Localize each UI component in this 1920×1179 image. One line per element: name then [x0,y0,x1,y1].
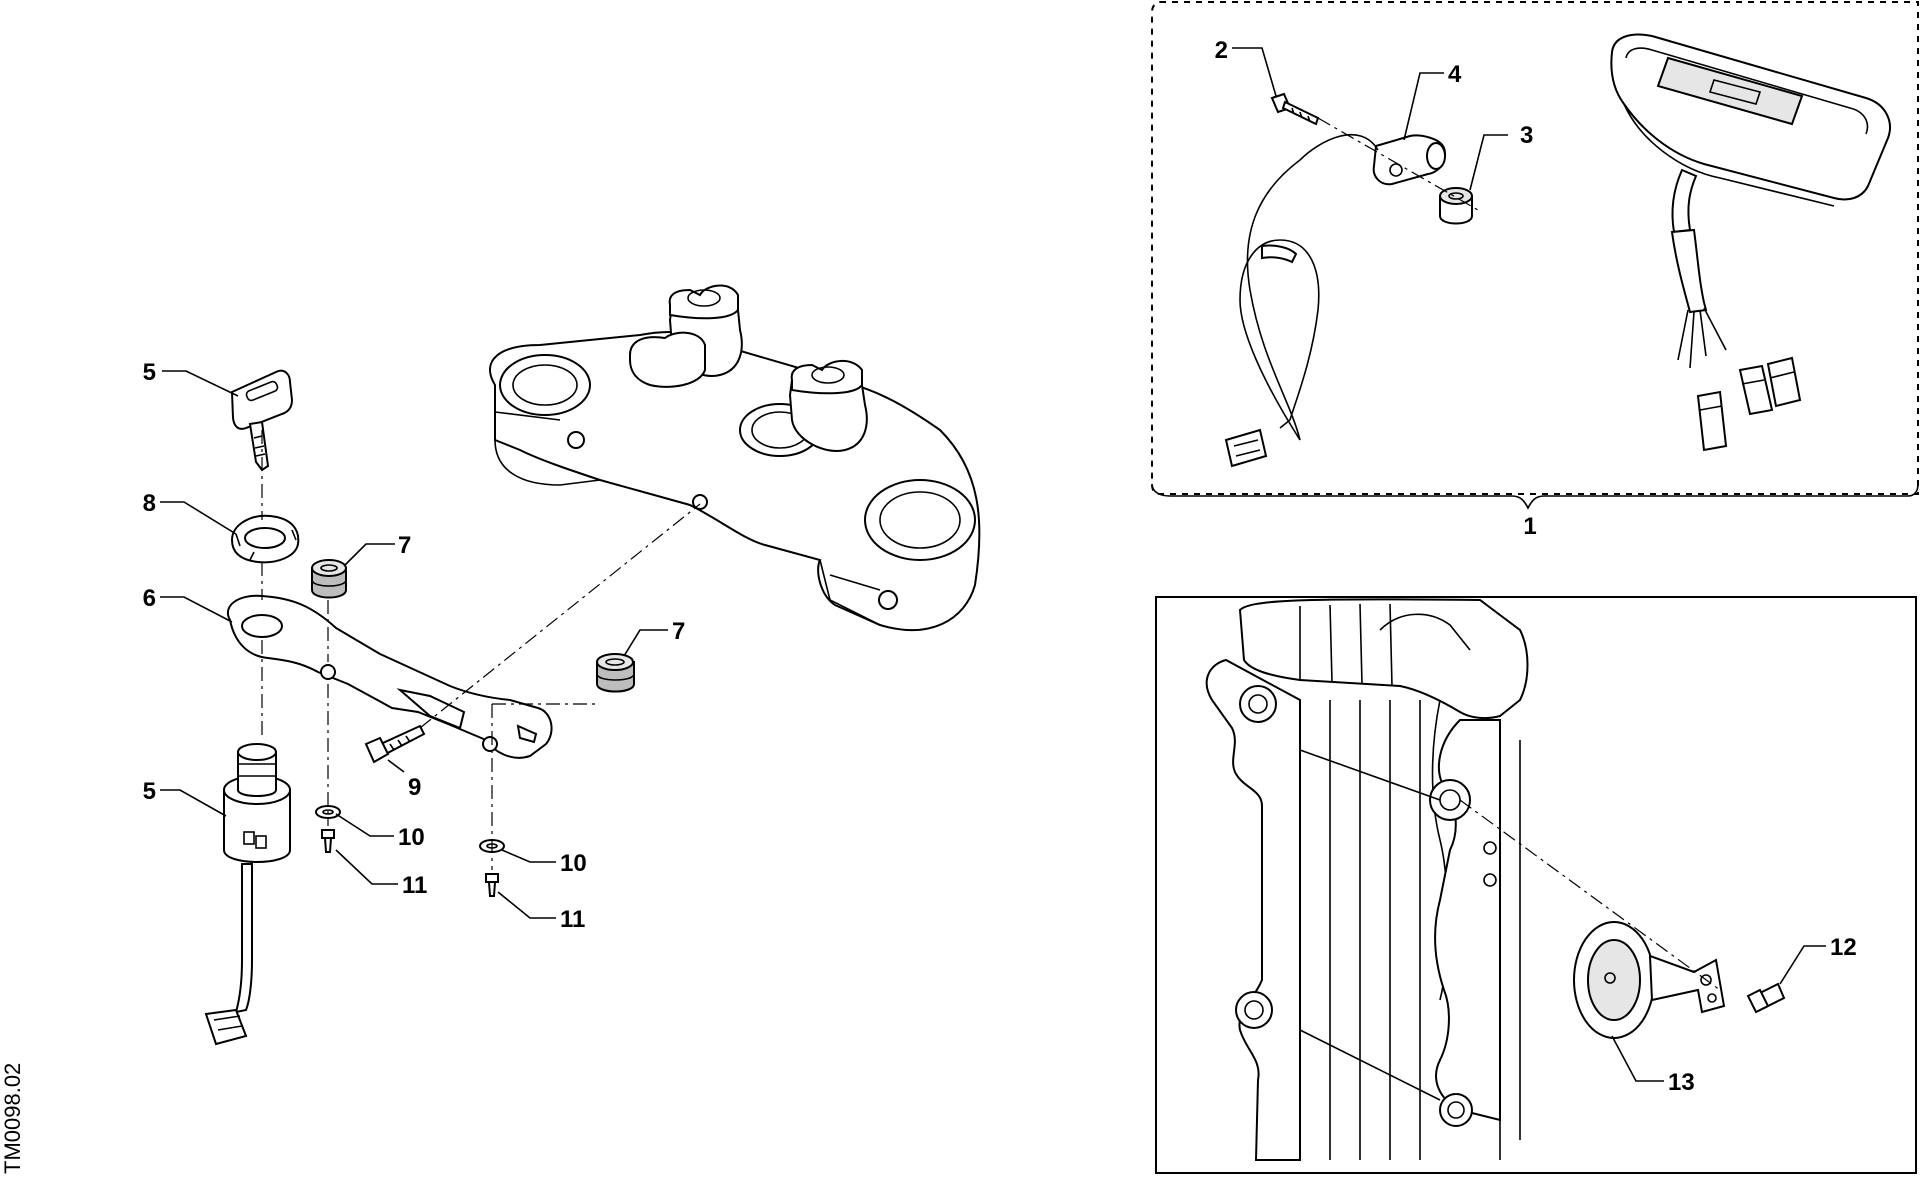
ignition-key [230,369,294,472]
horn-screw [1746,982,1786,1014]
assembly-axes [261,430,701,870]
callout-10-left: 10 [398,824,425,851]
callout-10-right: 10 [560,850,587,877]
callout-13: 13 [1668,1069,1695,1096]
speed-sensor [1224,133,1446,468]
callout-4: 4 [1448,61,1462,88]
callout-labels: 1 2 3 4 5 5 6 7 7 8 9 10 10 11 11 12 13 [143,37,1857,1096]
radiator [1205,598,1529,1161]
ignition-bracket [227,594,553,759]
horn [1573,921,1726,1039]
rubber-grommet-upper [311,559,347,599]
sensor-screw [1270,92,1320,126]
callout-11-left: 11 [402,872,427,899]
ring-nut [230,514,300,564]
callout-8: 8 [143,490,156,517]
triple-clamp [489,284,981,631]
callout-6: 6 [143,585,156,612]
screw-right [485,873,499,897]
instrument-kit-panel [1151,0,1919,510]
leader-lines [160,47,1826,1082]
instrument-cluster [1610,33,1891,452]
callout-9: 9 [408,774,421,801]
callout-5-key: 5 [143,359,156,386]
sensor-bushing [1439,187,1473,225]
callout-7-upper: 7 [398,532,411,559]
callout-12: 12 [1830,934,1857,961]
callout-5-switch: 5 [143,778,156,805]
ignition-switch [204,743,291,1046]
callout-2: 2 [1215,37,1228,64]
rubber-grommet-lower [596,653,635,693]
bolt [364,724,426,764]
callout-11-right: 11 [560,906,585,933]
horn-detail-panel [1155,596,1917,1174]
callout-3: 3 [1520,122,1533,149]
steering-head-assembly [204,284,981,1046]
callout-7-lower: 7 [672,618,685,645]
callout-1: 1 [1523,513,1536,540]
drawing-code: TM0098.02 [0,1063,25,1174]
screw-left [321,829,335,853]
